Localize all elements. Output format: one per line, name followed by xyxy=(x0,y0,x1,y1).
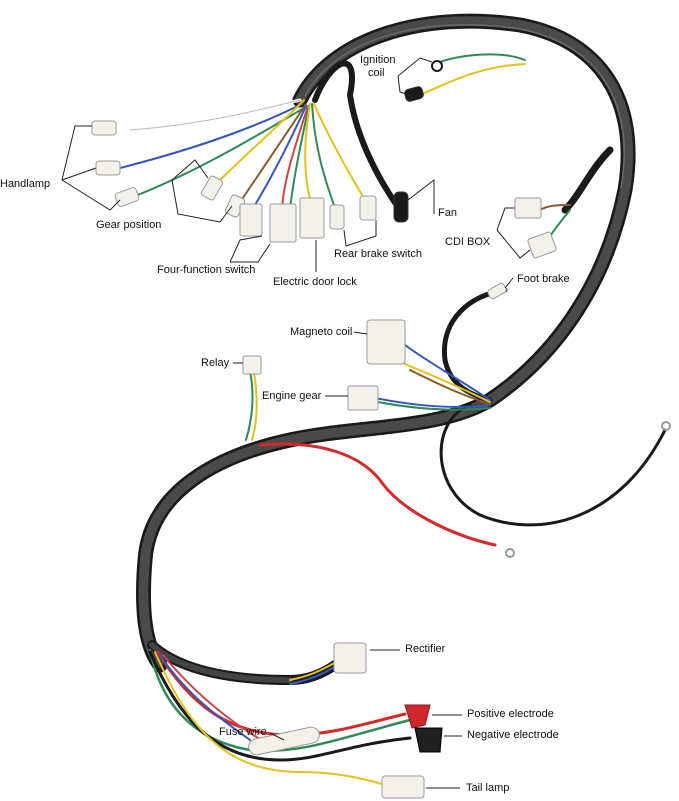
rear-brake-switch-label: Rear brake switch xyxy=(334,248,423,260)
red-power-wire xyxy=(258,442,497,547)
positive-terminal xyxy=(404,704,431,729)
terminal-a xyxy=(201,175,223,201)
ignition-coil-label-line1: Ignition xyxy=(360,54,396,66)
rear-brake-terminal-1 xyxy=(329,204,345,230)
cdi-connector-2 xyxy=(527,231,557,259)
negative-terminal xyxy=(414,727,443,753)
tail-lamp-label: Tail lamp xyxy=(466,782,510,794)
relay-connector xyxy=(242,355,262,375)
tail-lamp-connector xyxy=(381,775,425,799)
four-function-connector-2 xyxy=(269,203,297,243)
engine-gear-connector xyxy=(347,385,379,411)
positive-electrode-label: Positive electrode xyxy=(467,708,554,720)
handlamp-terminal-1 xyxy=(91,120,117,136)
ground-ring-terminal xyxy=(661,421,671,431)
ground-wire xyxy=(439,403,667,527)
fuse-wire-label: Fuse wire xyxy=(219,726,267,738)
fan-label: Fan xyxy=(438,207,457,219)
handlamp-label: Handlamp xyxy=(0,178,51,190)
relay-label: Relay xyxy=(201,357,230,369)
connectors xyxy=(91,60,557,799)
cdi-branch xyxy=(561,146,614,214)
magneto-coil-label: Magneto coil xyxy=(290,326,353,338)
red-ring-terminal xyxy=(505,548,515,558)
door-lock-connector xyxy=(299,197,325,239)
callout-lines xyxy=(61,57,531,789)
four-function-connector-1 xyxy=(239,203,263,237)
rectifier-connector xyxy=(333,642,367,674)
harness-loom xyxy=(136,13,667,685)
signal-wires xyxy=(119,53,571,789)
four-function-switch-label: Four-function switch xyxy=(157,264,256,276)
cdi-connector-1 xyxy=(514,197,542,219)
loom-highlight xyxy=(304,24,625,189)
magneto-coil-connector xyxy=(366,319,406,365)
foot-brake-label: Foot brake xyxy=(517,273,570,285)
electric-door-lock-label: Electric door lock xyxy=(273,276,357,288)
loom-inner-branch xyxy=(312,60,403,213)
foot-brake-branch xyxy=(441,287,508,403)
loom-texture xyxy=(138,16,634,670)
ignition-ring xyxy=(431,60,443,72)
gear-position-terminal xyxy=(114,187,140,207)
cdi-box-label: CDI BOX xyxy=(445,236,491,248)
rectifier-label: Rectifier xyxy=(405,643,446,655)
rear-brake-terminal-2 xyxy=(359,195,377,221)
ignition-coil-label-line2: coil xyxy=(368,67,385,79)
fuse-holder xyxy=(248,726,320,756)
fan-terminal xyxy=(393,191,409,223)
gear-position-label: Gear position xyxy=(96,219,162,231)
negative-electrode-label: Negative electrode xyxy=(467,729,559,741)
handlamp-terminal-2 xyxy=(95,160,121,176)
ignition-spade xyxy=(404,86,424,102)
foot-brake-terminal xyxy=(487,282,507,300)
engine-gear-label: Engine gear xyxy=(262,390,322,402)
